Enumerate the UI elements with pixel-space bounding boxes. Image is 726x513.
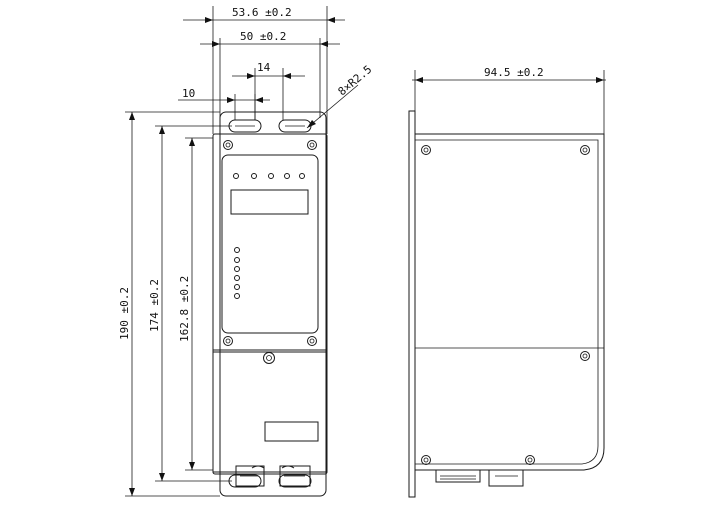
side-body: [414, 133, 605, 471]
side-connectors: [435, 469, 524, 487]
led-column: [234, 247, 240, 299]
mounting-plate: [219, 111, 327, 497]
dim-slot-radius: 8×R2.5: [336, 63, 375, 99]
device-body: [212, 133, 328, 475]
body-screws: [223, 140, 317, 364]
label-plate: [264, 421, 319, 442]
side-view: 94.5 ±0.2: [408, 66, 606, 498]
display-window: [230, 189, 309, 215]
front-panel-lower: [212, 351, 328, 473]
dim-hole-spacing: 50 ±0.2: [240, 30, 286, 43]
front-view: 53.6 ±0.2 50 ±0.2 14 10 8×R2.5 190 ±0.2: [118, 6, 375, 497]
side-screws: [421, 145, 590, 465]
dim-depth: 94.5 ±0.2: [484, 66, 544, 79]
front-panel-upper: [221, 154, 319, 334]
dim-overall-width: 53.6 ±0.2: [232, 6, 292, 19]
dim-slot-offset: 10: [182, 87, 195, 100]
led-row: [233, 173, 305, 179]
side-mounting-flange: [408, 110, 416, 498]
dim-slot-center-height: 174 ±0.2: [148, 279, 161, 332]
bottom-connectors: [228, 465, 312, 488]
dim-overall-height: 190 ±0.2: [118, 287, 131, 340]
dim-body-height: 162.8 ±0.2: [178, 276, 191, 342]
dim-slot-width: 14: [257, 61, 271, 74]
